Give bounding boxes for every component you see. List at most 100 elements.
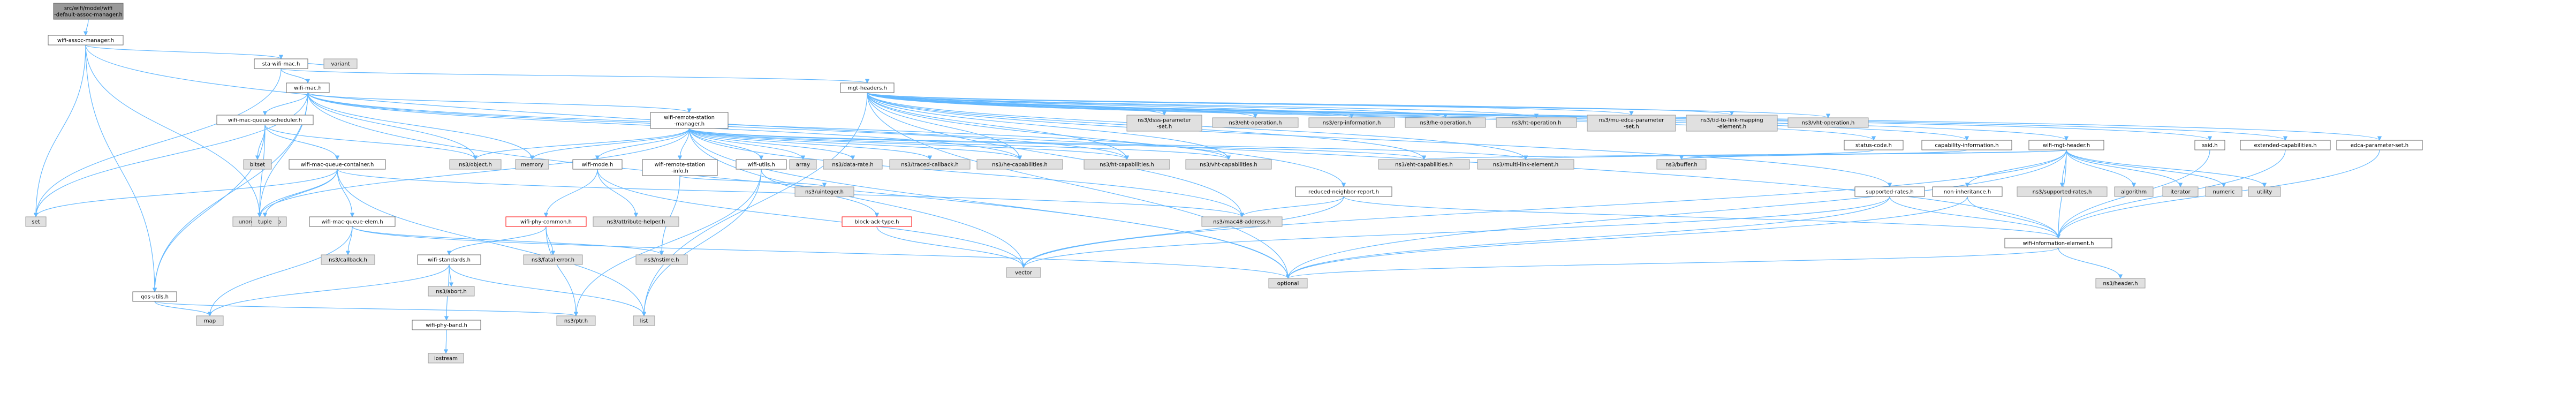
node-algorithm-box xyxy=(2114,186,2154,197)
node-suprates[interactable]: supported-rates.h xyxy=(1854,186,1925,197)
node-callback: ns3/callback.h xyxy=(321,254,375,265)
node-vhtcap-label: ns3/vht-capabilities.h xyxy=(1200,162,1257,168)
node-vhtcap-box xyxy=(1185,159,1272,170)
node-stamac[interactable]: sta-wifi-mac.h xyxy=(254,58,308,69)
node-ssid-label: ssid.h xyxy=(2202,143,2217,149)
node-htcap: ns3/ht-capabilities.h xyxy=(1084,159,1170,170)
node-ehtcap-box xyxy=(1378,159,1470,170)
edge-mgt-to-mac48 xyxy=(867,92,1245,217)
node-memory-box xyxy=(515,159,549,170)
edge-phycommon-to-wstd xyxy=(446,226,547,255)
edge-mgt-to-list xyxy=(641,92,868,316)
edge-rsm-to-ehtcap xyxy=(688,128,1426,160)
edge-noninh-to-wie xyxy=(1967,196,2061,239)
edge-wmgt-to-numeric xyxy=(2066,149,2226,187)
node-map-box xyxy=(196,315,224,326)
node-qosutils[interactable]: qos-utils.h xyxy=(132,291,177,302)
node-root-box xyxy=(53,3,124,20)
edge-rnr-to-wie xyxy=(1343,196,2060,239)
node-wmgt[interactable]: wifi-mgt-header.h xyxy=(2028,140,2104,150)
node-memory: memory xyxy=(515,159,549,170)
node-bitset-box xyxy=(243,159,272,170)
node-ptr: ns3/ptr.h xyxy=(556,315,596,326)
edge-assoc-to-qosutils xyxy=(85,44,157,292)
node-list-box xyxy=(633,315,655,326)
node-suprates-box xyxy=(1854,186,1925,197)
node-abort-box xyxy=(428,286,475,297)
edge-rsm-to-htcap xyxy=(688,128,1129,160)
node-datarate-label: ns3/data-rate.h xyxy=(832,162,873,168)
node-phycommon-box xyxy=(505,216,587,227)
node-iostream: iostream xyxy=(428,353,464,364)
node-ehtop-box xyxy=(1212,117,1299,128)
node-mgt[interactable]: mgt-headers.h xyxy=(840,82,895,93)
edge-qosutils-to-ptr xyxy=(154,301,578,316)
node-qelem[interactable]: wifi-mac-queue-elem.h xyxy=(309,216,396,227)
node-edcaset[interactable]: edca-parameter-set.h xyxy=(2336,140,2423,150)
node-assoc[interactable]: wifi-assoc-manager.h xyxy=(48,35,124,46)
node-fatal-label: ns3/fatal-error.h xyxy=(532,258,574,263)
node-extcap[interactable]: extended-capabilities.h xyxy=(2240,140,2331,150)
node-numeric-box xyxy=(2205,186,2242,197)
edge-rsm-to-tracedcb xyxy=(688,128,933,160)
node-rsinfo-label: -info.h xyxy=(671,169,688,175)
node-wutils[interactable]: wifi-utils.h xyxy=(736,159,787,170)
node-qcont[interactable]: wifi-mac-queue-container.h xyxy=(289,159,386,170)
node-phyband-box xyxy=(412,320,481,330)
edge-wmgt-to-noninh xyxy=(1965,149,2067,187)
node-assoc-box xyxy=(48,35,124,46)
node-rnr[interactable]: reduced-neighbor-report.h xyxy=(1295,186,1392,197)
node-callback-label: ns3/callback.h xyxy=(329,258,367,263)
edge-wifimac-to-memory xyxy=(307,92,535,160)
node-qsched[interactable]: wifi-mac-queue-scheduler.h xyxy=(216,115,314,125)
node-phyband[interactable]: wifi-phy-band.h xyxy=(412,320,481,330)
node-wstd[interactable]: wifi-standards.h xyxy=(417,254,481,265)
node-heop-label: ns3/he-operation.h xyxy=(1420,120,1471,126)
edge-phycommon-to-ptr xyxy=(545,226,579,316)
node-capinfo[interactable]: capability-information.h xyxy=(1921,140,2012,150)
edge-wmgt-to-optional xyxy=(1285,149,2067,279)
node-blockack[interactable]: block-ack-type.h xyxy=(842,216,912,227)
node-ssid[interactable]: ssid.h xyxy=(2194,140,2225,150)
node-wstd-label: wifi-standards.h xyxy=(428,258,471,263)
node-rsm[interactable]: wifi-remote-station-manager.h xyxy=(650,112,729,129)
node-rsm-box xyxy=(650,112,729,129)
node-extcap-label: extended-capabilities.h xyxy=(2254,143,2316,149)
edge-rsinfo-to-uinteger xyxy=(679,175,827,187)
edge-qelem-to-map xyxy=(207,226,353,316)
edge-wifimac-to-object xyxy=(307,92,478,160)
node-wmode[interactable]: wifi-mode.h xyxy=(572,159,623,170)
edge-rsm-to-rsinfo xyxy=(677,128,690,160)
node-suprates3-label: ns3/supported-rates.h xyxy=(2033,190,2092,195)
edge-qelem-to-nstime xyxy=(352,226,664,255)
node-noninh[interactable]: non-inheritance.h xyxy=(1932,186,2003,197)
node-hecap: ns3/he-capabilities.h xyxy=(976,159,1063,170)
node-phycommon[interactable]: wifi-phy-common.h xyxy=(505,216,587,227)
node-set: set xyxy=(25,216,47,227)
node-uinteger: ns3/uinteger.h xyxy=(794,186,854,197)
node-htop-box xyxy=(1496,117,1577,128)
edge-rsm-to-vector xyxy=(688,128,1026,268)
node-qsched-box xyxy=(216,115,314,125)
edge-rsm-to-wutils xyxy=(688,128,764,160)
edge-assoc-to-stamac xyxy=(85,44,283,59)
node-rsinfo[interactable]: wifi-remote-station-info.h xyxy=(642,159,718,176)
node-status[interactable]: status-code.h xyxy=(1844,140,1904,150)
edge-wstd-to-map xyxy=(207,264,450,316)
node-wifimac[interactable]: wifi-mac.h xyxy=(286,82,330,93)
node-ptr-box xyxy=(556,315,596,326)
node-blockack-box xyxy=(842,216,912,227)
edge-suprates-to-optional xyxy=(1285,196,1890,279)
node-nstime-label: ns3/nstime.h xyxy=(645,258,679,263)
edge-mgt-to-optional xyxy=(867,92,1291,279)
node-object-label: ns3/object.h xyxy=(459,162,492,168)
node-attrhelper-label: ns3/attribute-helper.h xyxy=(607,220,665,225)
node-vhtop-label: ns3/vht-operation.h xyxy=(1802,120,1855,126)
node-variant: variant xyxy=(323,58,358,69)
node-numeric: numeric xyxy=(2205,186,2242,197)
node-optional: optional xyxy=(1268,278,1308,289)
edge-qosutils-to-map xyxy=(154,301,213,316)
node-wie[interactable]: wifi-information-element.h xyxy=(2004,238,2112,248)
node-capinfo-box xyxy=(1921,140,2012,150)
edge-qsched-to-qosutils xyxy=(152,124,266,292)
